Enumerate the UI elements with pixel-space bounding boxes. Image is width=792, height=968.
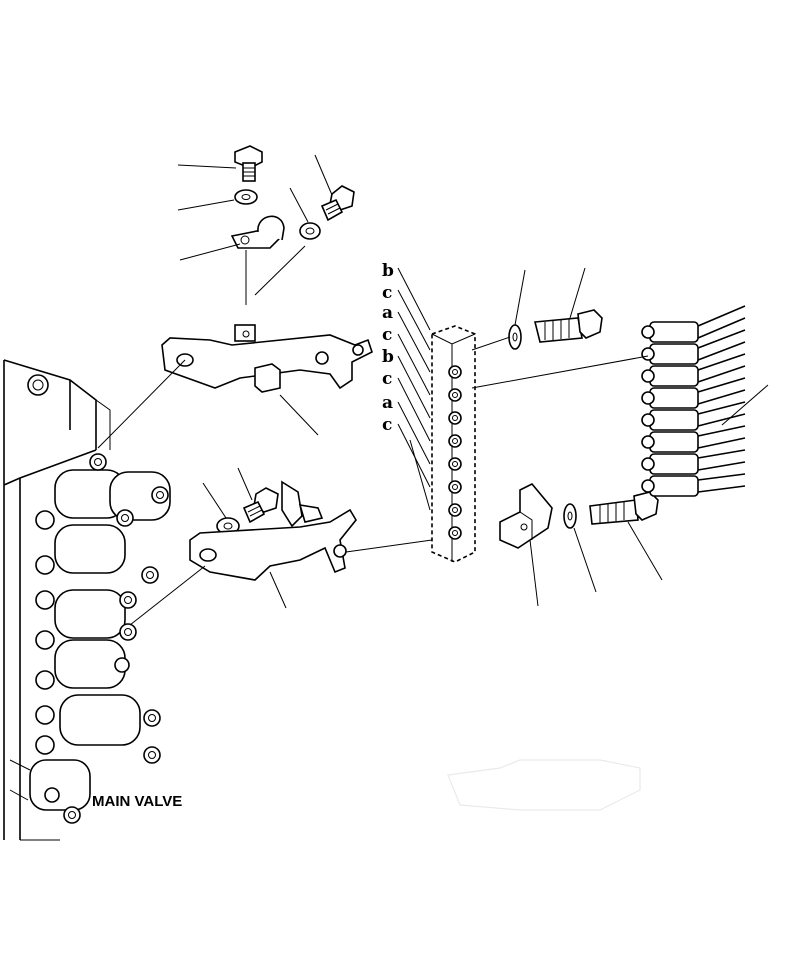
- manifold-block: [431, 325, 476, 563]
- clip-plate: [281, 480, 324, 528]
- pipe-clamp: [230, 215, 285, 249]
- port-letter-8: c: [382, 415, 392, 435]
- port-letter-labels: b c a c b c a c: [382, 261, 394, 435]
- port-letter-7: a: [382, 393, 393, 413]
- upper-right-bolt: [320, 185, 355, 222]
- port-letter-1: b: [382, 261, 394, 281]
- lower-bolt: [242, 487, 279, 524]
- manifold-washer-upper: [508, 324, 522, 350]
- upper-bracket: [161, 324, 373, 393]
- upper-right-washer: [299, 222, 321, 240]
- manifold-bolt-upper: [533, 309, 603, 343]
- port-letter-5: b: [382, 347, 394, 367]
- port-letter-4: c: [382, 325, 392, 345]
- main-valve-body: [3, 359, 171, 841]
- hose-fittings: [641, 305, 746, 497]
- upper-washer: [234, 189, 258, 205]
- port-letter-3: a: [382, 303, 393, 323]
- ghost-bracket-outline: [447, 759, 641, 811]
- lower-bracket: [189, 508, 357, 581]
- leader-lines: [97, 154, 769, 626]
- manifold-bolt-lower: [589, 491, 659, 525]
- port-letter-6: c: [382, 369, 392, 389]
- port-letter-arrows: [397, 267, 431, 511]
- port-letter-2: c: [382, 283, 392, 303]
- manifold-mounting-bracket: [499, 483, 553, 549]
- upper-bolt: [234, 145, 263, 182]
- main-valve-caption: MAIN VALVE: [92, 793, 182, 810]
- manifold-washer-lower: [563, 503, 577, 529]
